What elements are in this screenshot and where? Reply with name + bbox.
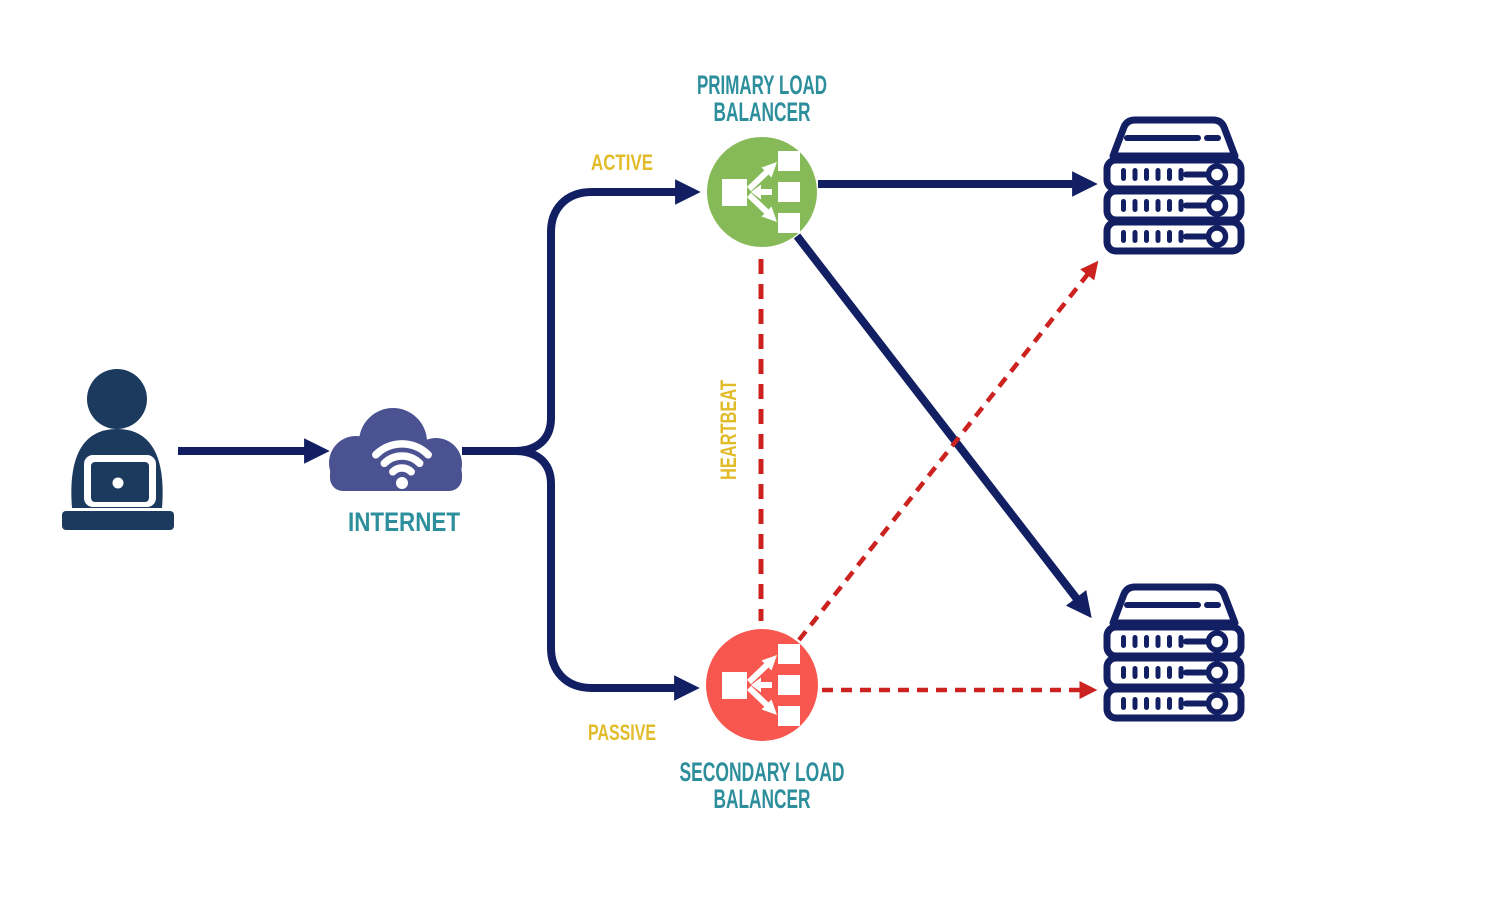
wifi-icon — [372, 440, 432, 476]
internet-label: INTERNET — [348, 507, 460, 537]
laptop-logo-dot — [112, 477, 124, 489]
internet-to-primary-path — [462, 179, 701, 455]
internet-cloud-icon — [329, 408, 462, 491]
active-label: ACTIVE — [591, 150, 653, 175]
secondary-lb-label-line1: SECONDARY LOAD — [680, 757, 845, 787]
wifi-dot — [396, 477, 408, 489]
passive-label: PASSIVE — [588, 720, 656, 745]
primary-load-balancer — [707, 137, 817, 247]
user-head — [87, 369, 147, 429]
server-stack-top-icon — [1107, 120, 1241, 251]
secondary-to-top-server-dashed-arrow — [797, 260, 1099, 642]
primary-to-bottom-server-arrow — [793, 233, 1092, 619]
primary-lb-label-line2: BALANCER — [714, 97, 811, 127]
primary-lb-label-line1: PRIMARY LOAD — [697, 70, 827, 100]
heartbeat-label: HEARTBEAT — [716, 380, 741, 480]
secondary-lb-label-line2: BALANCER — [714, 784, 811, 814]
secondary-load-balancer — [706, 629, 818, 741]
user-at-laptop-icon — [62, 369, 174, 530]
desk-bar — [62, 511, 174, 530]
server-stack-bottom-icon — [1107, 587, 1241, 718]
internet-to-secondary-path — [462, 447, 700, 701]
